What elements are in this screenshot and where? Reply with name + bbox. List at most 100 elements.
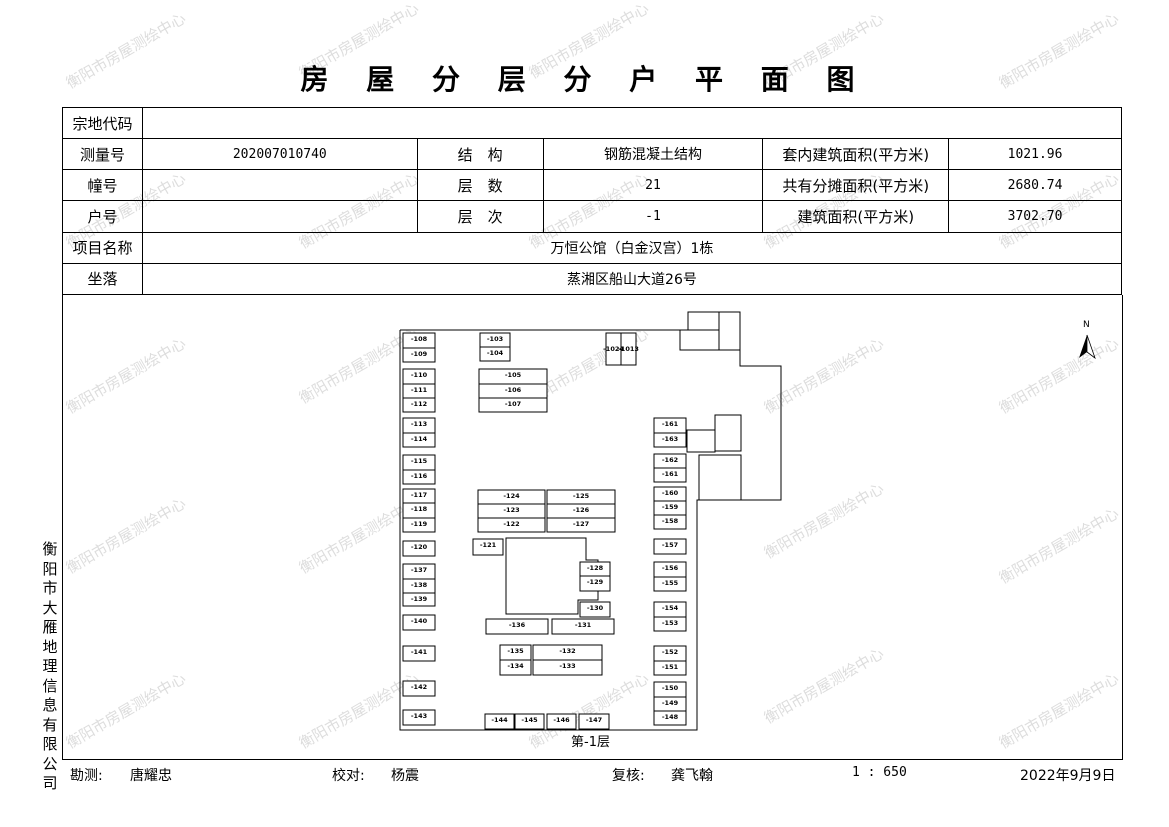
room-label: -129 [587, 578, 604, 586]
project-name-value: 万恒公馆（白金汉宫）1栋 [141, 231, 1123, 264]
room-163 [653, 432, 687, 448]
company-char: 衡 [42, 540, 58, 558]
room-127 [546, 517, 616, 533]
reviewer-name: 龚飞翰 [671, 768, 713, 784]
company-char: 雁 [42, 618, 58, 636]
room-161b [653, 467, 687, 483]
room-133 [532, 659, 603, 676]
room-label: -126 [573, 506, 590, 514]
company-char: 司 [42, 774, 58, 792]
room-122 [477, 517, 546, 533]
north-arrow: N [1079, 320, 1096, 360]
room-147 [578, 713, 610, 730]
room-label: -149 [662, 699, 679, 707]
room-label: -123 [503, 506, 519, 514]
shared-area-value: 2680.74 [948, 169, 1122, 202]
room-label: -128 [587, 564, 604, 572]
drawing-frame [62, 295, 1123, 760]
service-room [714, 414, 742, 452]
company-char: 有 [42, 715, 58, 734]
room-120 [402, 540, 436, 557]
surveyor-label: 勘测: [70, 768, 103, 784]
room-label: -138 [411, 581, 428, 589]
total-area-value: 3702.70 [948, 200, 1122, 233]
room-116 [402, 469, 436, 485]
room-label: -152 [662, 648, 678, 656]
room-label: -132 [559, 647, 575, 655]
company-char: 信 [42, 676, 58, 695]
room-146 [546, 713, 577, 730]
room-112 [402, 397, 436, 413]
building-outline [399, 311, 782, 731]
room-label: -112 [411, 400, 427, 408]
structure-value: 钢筋混凝土结构 [542, 138, 764, 171]
company-char: 市 [42, 579, 58, 597]
core-outline [505, 537, 599, 615]
room-label: -153 [662, 619, 678, 627]
room-119 [402, 517, 436, 533]
room-129 [579, 575, 611, 592]
north-label: N [1083, 320, 1090, 330]
room-label: -130 [587, 604, 604, 612]
room-label: -117 [411, 491, 427, 499]
room-label: -161 [662, 420, 679, 428]
room-label: -1024 [603, 345, 624, 353]
info-table: 宗地代码 测量号 202007010740 结 构 钢筋混凝土结构 套内建筑面积… [62, 106, 1123, 296]
room-label: -125 [573, 492, 590, 500]
room-label: -163 [662, 435, 678, 443]
room-151 [653, 660, 687, 676]
room-label: -157 [662, 541, 678, 549]
room-121 [472, 538, 504, 556]
room-155 [653, 576, 687, 592]
checker-label: 校对: [332, 768, 365, 784]
room-label: -124 [503, 492, 520, 500]
room-157 [653, 538, 687, 555]
room-label: -114 [411, 435, 428, 443]
checker-name: 杨震 [391, 768, 419, 784]
document-title: 房 屋 分 层 分 户 平 面 图 [300, 63, 869, 96]
room-1013 [620, 332, 637, 366]
room-label: -159 [662, 503, 679, 511]
room-107 [478, 397, 548, 413]
room-label: -103 [487, 335, 503, 343]
room-label: -113 [411, 420, 427, 428]
room-153 [653, 616, 687, 632]
room-label: -127 [573, 520, 589, 528]
room-label: -158 [662, 517, 679, 525]
company-char: 阳 [42, 559, 58, 578]
service-room [718, 311, 741, 351]
room-label: -134 [507, 662, 524, 670]
service-room [698, 454, 742, 501]
room-label: -139 [411, 595, 428, 603]
room-141 [402, 645, 436, 662]
room-134 [499, 659, 532, 676]
room-label: -115 [411, 457, 428, 465]
service-room [686, 429, 716, 453]
room-130 [579, 601, 611, 618]
service-room [679, 329, 721, 351]
room-label: -104 [487, 349, 504, 357]
room-158 [653, 514, 687, 530]
room-114 [402, 432, 436, 448]
room-109 [402, 347, 436, 363]
room-label: -141 [411, 648, 428, 656]
company-vertical-label: 衡阳市大雁地理信息有限公司 [40, 540, 60, 794]
room-label: -137 [411, 566, 427, 574]
room-label: -140 [411, 617, 428, 625]
room-label: -121 [480, 541, 497, 549]
room-label: -1013 [618, 345, 639, 353]
parcel-code-label: 宗地代码 [62, 106, 143, 140]
project-name-label: 项目名称 [62, 231, 143, 264]
room-label: -160 [662, 489, 679, 497]
room-142 [402, 680, 436, 697]
room-label: -154 [662, 604, 679, 612]
company-char: 公 [42, 754, 58, 773]
room-label: -155 [662, 579, 679, 587]
location-value: 蒸湘区船山大道26号 [141, 262, 1123, 296]
room-label: -161 [662, 470, 679, 478]
room-label: -131 [575, 621, 592, 629]
total-area-label: 建筑面积(平方米) [762, 200, 950, 233]
room-145 [514, 713, 545, 730]
room-label: -106 [505, 386, 522, 394]
